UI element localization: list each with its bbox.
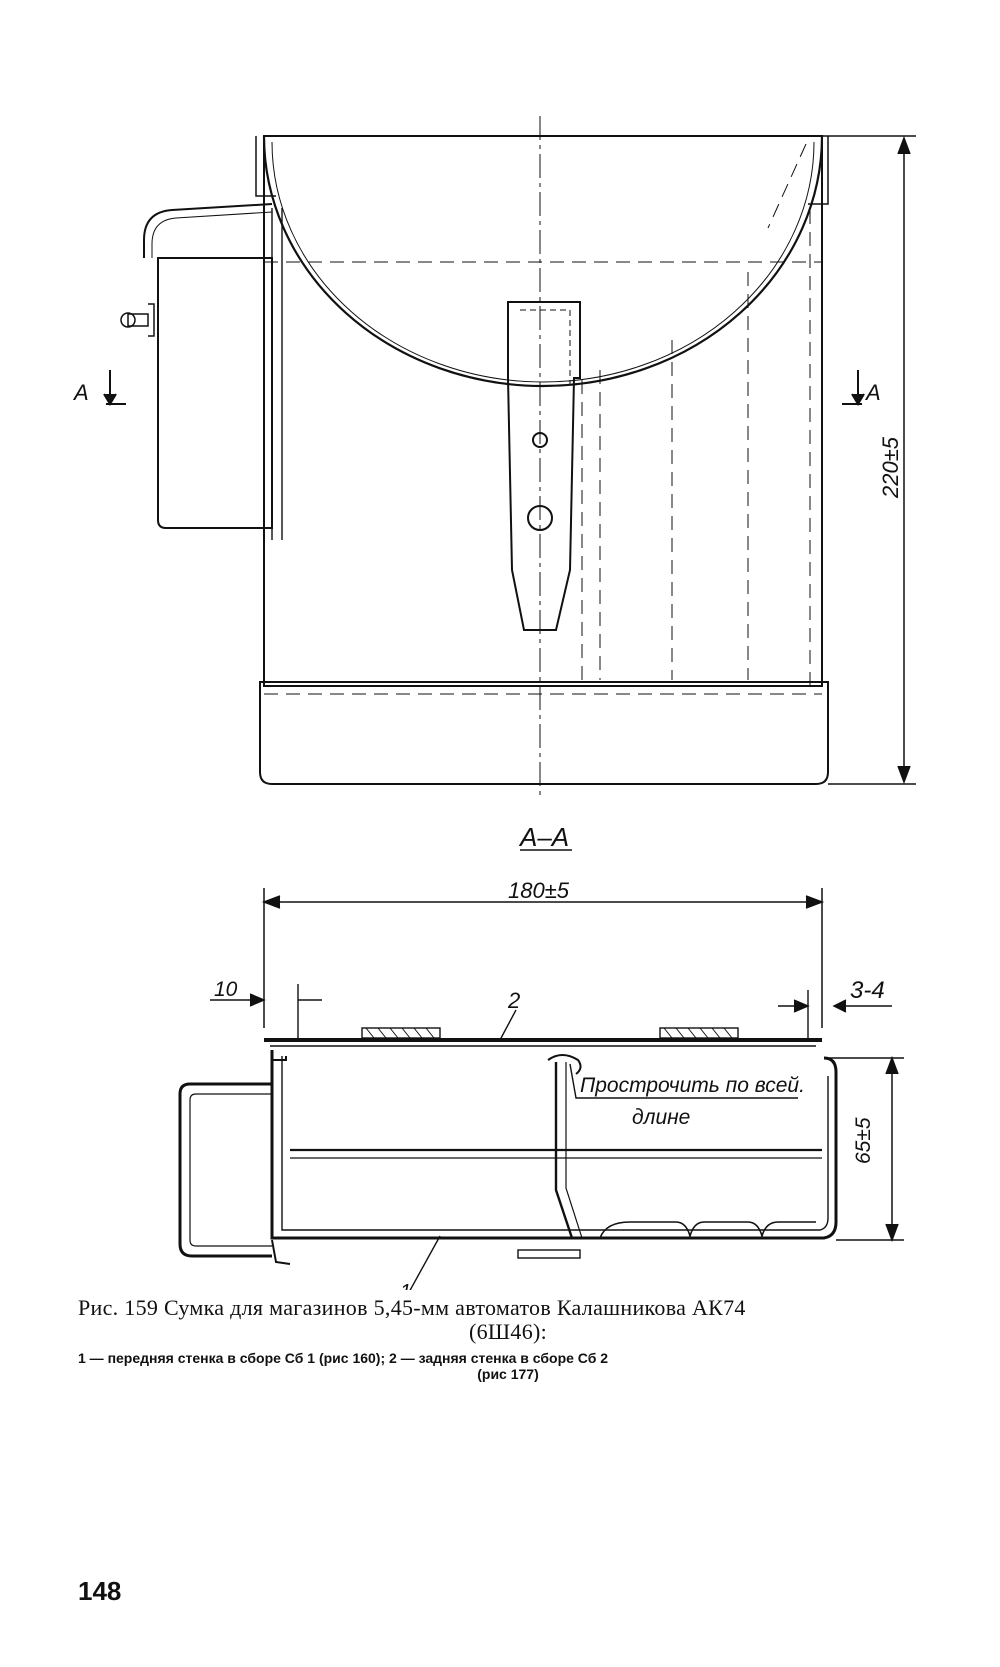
divider: [554, 1062, 574, 1239]
button-icon: [120, 303, 155, 337]
pouch-bottom-panel: [259, 681, 829, 785]
section-marker-right: [842, 370, 865, 406]
reinforcement-pads: [361, 1027, 739, 1259]
side-pocket-flap: [143, 203, 273, 258]
figure-caption-subtitle: (6Ш46):: [468, 1319, 548, 1344]
callout-1: 1: [400, 1281, 411, 1290]
callout-leader-2: [499, 1009, 517, 1041]
depth-dimension-label: 65±5: [852, 1117, 875, 1164]
side-pocket-edge: [271, 208, 283, 540]
figure-legend: 1 — передняя стенка в сборе Сб 1 (рис 16…: [78, 1350, 938, 1382]
note-line-1: Прострочить по всей.: [580, 1074, 805, 1097]
section-mark-right: A: [864, 380, 881, 405]
figure-caption-title: Рис. 159 Сумка для магазинов 5,45-мм авт…: [78, 1295, 746, 1320]
closing-strap: [507, 301, 581, 631]
section-title: A–A: [518, 822, 569, 852]
section-marker-left: [103, 370, 126, 406]
seam-dimension-label: 10: [214, 978, 238, 1001]
seam-dimension: [210, 984, 322, 1040]
callout-2: 2: [507, 988, 520, 1013]
figure-legend-line-1: 1 — передняя стенка в сборе Сб 1 (рис 16…: [78, 1350, 609, 1366]
figure-legend-line-2: (рис 177): [477, 1366, 539, 1382]
side-pocket: [157, 257, 273, 529]
side-pocket-flap-inner: [151, 211, 273, 258]
height-dimension-label: 220±5: [878, 436, 903, 499]
rim-right: [808, 136, 829, 205]
lid-flap-arc: [262, 135, 824, 388]
note-leader: [569, 1063, 798, 1099]
technical-drawing: A A 220±5 A–A 180±5 10 3-4 2 1 65±5 Прос…: [72, 116, 916, 1290]
section-mark-left: A: [72, 380, 89, 405]
width-dimension-label: 180±5: [508, 878, 570, 903]
edge-dimension: [778, 990, 892, 1040]
pouch-body-outline: [263, 135, 823, 687]
height-dimension: [822, 135, 916, 785]
figure-caption: Рис. 159 Сумка для магазинов 5,45-мм авт…: [78, 1296, 938, 1344]
edge-dimension-label: 3-4: [850, 977, 885, 1004]
rim-left: [255, 136, 276, 197]
side-pocket-section: [178, 1082, 272, 1258]
note-line-2: длине: [632, 1106, 690, 1129]
strap-inner: [520, 309, 571, 384]
lid-flap-inner: [271, 141, 815, 383]
front-view: [103, 116, 916, 800]
stitch-lines: [264, 143, 822, 695]
page-number: 148: [78, 1576, 122, 1606]
section-view: [178, 849, 904, 1290]
callout-leader-1: [409, 1235, 441, 1290]
section-box-outer: [270, 1050, 838, 1240]
width-dimension: [261, 888, 825, 1028]
depth-dimension: [824, 1055, 904, 1243]
